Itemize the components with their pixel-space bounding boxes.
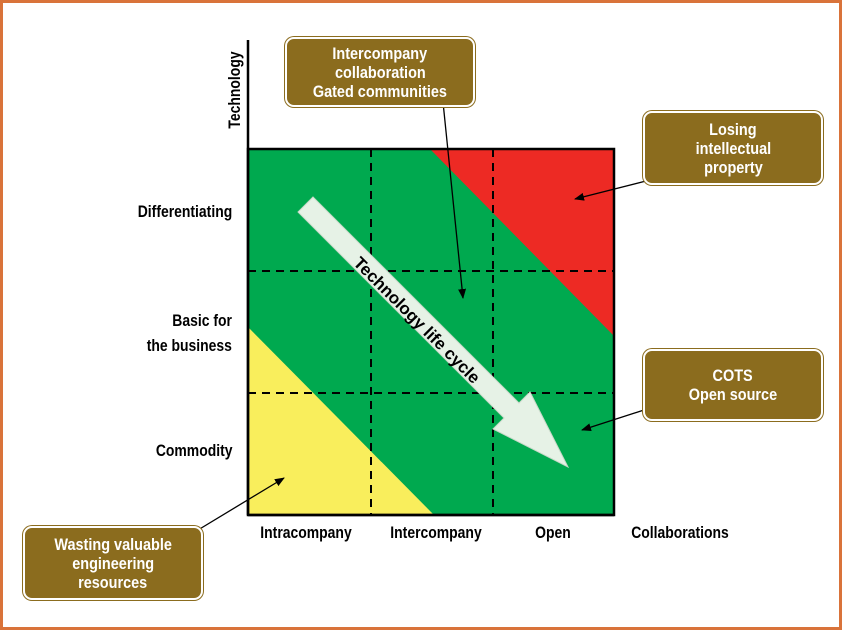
callout-cots-line-1: COTS bbox=[712, 366, 754, 385]
life-cycle-arrow bbox=[297, 196, 570, 469]
y-level-basic: Basic for the business bbox=[146, 311, 232, 355]
callout-intercompany-line-3: Gated communities bbox=[312, 81, 448, 101]
callout-wasting-line-3: resources bbox=[78, 572, 148, 592]
pointer-losing bbox=[574, 180, 647, 201]
callout-losing-line-1: Losing bbox=[709, 119, 757, 139]
callout-losing-line-3: property bbox=[703, 157, 763, 177]
callout-losing-line-2: intellectual bbox=[695, 138, 771, 158]
callout-wasting-line-1: Wasting valuable bbox=[54, 534, 172, 554]
callout-intercompany-line-2: collaboration bbox=[334, 62, 426, 82]
y-level-commodity: Commodity bbox=[155, 441, 232, 460]
y-axis-title: Technology bbox=[225, 51, 244, 129]
callout-cots: COTS Open source bbox=[643, 349, 823, 421]
callout-wasting-line-2: engineering bbox=[72, 553, 154, 573]
callout-cots-line-2: Open source bbox=[688, 385, 778, 404]
yellow-zone bbox=[248, 327, 434, 515]
x-axis-title: Collaborations bbox=[631, 523, 729, 542]
grid-lines bbox=[248, 149, 614, 515]
callout-losing: Losing intellectual property bbox=[643, 111, 823, 185]
y-level-differentiating: Differentiating bbox=[137, 202, 232, 221]
pointer-intercompany bbox=[442, 101, 467, 299]
callout-wasting: Wasting valuable engineering resources bbox=[23, 526, 203, 600]
pointer-wasting bbox=[197, 477, 285, 531]
red-zone bbox=[430, 149, 614, 336]
callout-intercompany-line-1: Intercompany bbox=[332, 43, 428, 63]
pointer-cots bbox=[581, 409, 645, 432]
callout-intercompany: Intercompany collaboration Gated communi… bbox=[285, 37, 475, 107]
x-level-open: Open bbox=[535, 523, 571, 542]
x-level-intercompany: Intercompany bbox=[390, 523, 482, 542]
pointer-lines bbox=[197, 101, 647, 531]
x-level-intracompany: Intracompany bbox=[260, 523, 352, 542]
